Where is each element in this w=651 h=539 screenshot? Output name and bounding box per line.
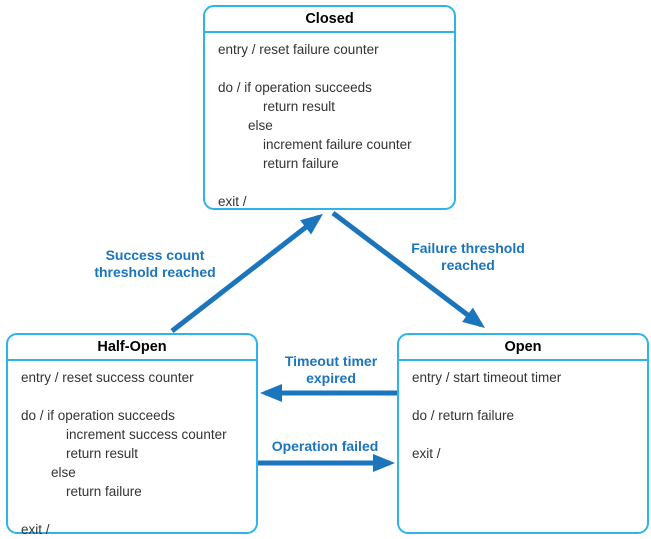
state-title-half-open: Half-Open <box>8 335 256 361</box>
state-title-closed: Closed <box>205 7 454 33</box>
transition-label-timeout-timer-expired: Timeout timer expired <box>284 353 378 386</box>
transition-label-operation-failed: Operation failed <box>271 438 379 454</box>
state-body-open: entry / start timeout timer do / return … <box>412 370 562 461</box>
state-box-open: Open entry / start timeout timer do / re… <box>397 333 649 534</box>
state-box-closed: Closed entry / reset failure counter do … <box>203 5 456 210</box>
state-body-half-open: entry / reset success counter do / if op… <box>21 370 227 537</box>
state-box-half-open: Half-Open entry / reset success counter … <box>6 333 258 537</box>
state-body-closed: entry / reset failure counter do / if op… <box>218 42 412 209</box>
state-title-open: Open <box>399 335 647 361</box>
transition-label-success-count-threshold-reached: Success count threshold reached <box>94 247 216 280</box>
transition-label-failure-threshold-reached: Failure threshold reached <box>411 240 525 273</box>
